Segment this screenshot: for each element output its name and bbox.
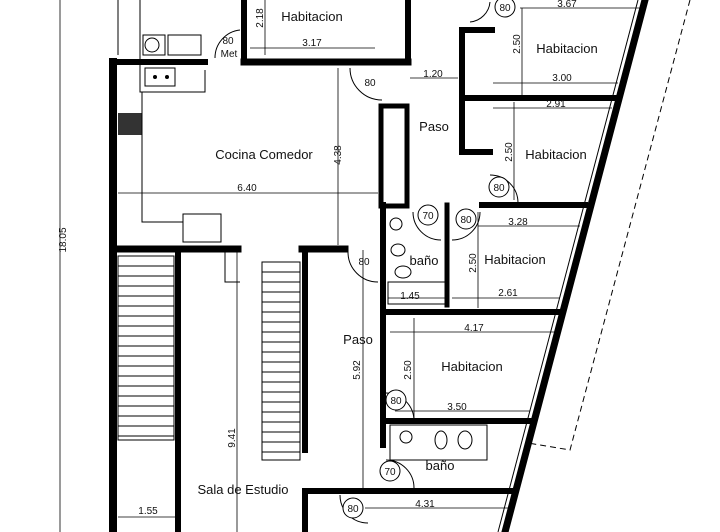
- door-size: 80: [390, 396, 402, 407]
- dim-label: 5.92: [352, 360, 363, 380]
- door-size: 80: [364, 78, 376, 89]
- dim-label: 1.55: [138, 506, 158, 517]
- dim-label: 2.18: [255, 8, 266, 28]
- dim-label: 4.17: [464, 323, 484, 334]
- door-size: 80: [460, 215, 472, 226]
- door-size: 80: [493, 183, 505, 194]
- dim-label: 2.50: [512, 34, 523, 54]
- kitchen-fixtures: [117, 0, 222, 243]
- room-label-habitacion-5: Habitacion: [441, 359, 502, 374]
- dim-total-length: 18.05: [58, 227, 69, 252]
- door-size: 80: [222, 36, 234, 47]
- dim-label: 1.20: [423, 69, 443, 80]
- dim-label: 6.40: [237, 183, 257, 194]
- room-label-habitacion-2: Habitacion: [536, 41, 597, 56]
- dim-label: 2.50: [504, 142, 515, 162]
- dim-label: 3.28: [508, 217, 528, 228]
- dim-label: 1.45: [400, 291, 420, 302]
- dim-label: 4.31: [415, 499, 435, 510]
- room-label-habitacion-3: Habitacion: [525, 147, 586, 162]
- walls: [109, 0, 691, 532]
- door-size: 70: [422, 211, 434, 222]
- room-label-paso-1: Paso: [419, 119, 449, 134]
- dim-label: 2.50: [468, 253, 479, 273]
- room-label-paso-2: Paso: [343, 332, 373, 347]
- dimension-lines: [59, 0, 640, 532]
- dim-label: 3.00: [552, 73, 572, 84]
- room-label-habitacion-1: Habitacion: [281, 9, 342, 24]
- room-label-habitacion-4: Habitacion: [484, 252, 545, 267]
- stairs: [117, 255, 301, 461]
- dim-label: 9.41: [227, 428, 238, 448]
- door-size: 80: [358, 257, 370, 268]
- room-label-bano-2: baño: [426, 458, 455, 473]
- bathroom-fixtures: [387, 217, 488, 461]
- dim-label: 3.17: [302, 38, 322, 49]
- door-note: Met: [221, 49, 238, 60]
- dim-label: 3.67: [557, 0, 577, 10]
- door-tags: [342, 0, 516, 519]
- room-label-sala-de-estudio: Sala de Estudio: [197, 482, 288, 497]
- dim-label: 3.50: [447, 402, 467, 413]
- dim-label: 2.91: [546, 99, 566, 110]
- door-size: 70: [384, 467, 396, 478]
- dim-label: 2.61: [498, 288, 518, 299]
- dim-label: 2.50: [403, 360, 414, 380]
- dim-label: 4.38: [333, 145, 344, 165]
- stair-flight: [261, 261, 301, 461]
- door-size: 80: [499, 3, 511, 14]
- room-label-cocina-comedor: Cocina Comedor: [215, 147, 313, 162]
- stair-flight: [117, 255, 175, 441]
- room-label-bano-1: baño: [410, 253, 439, 268]
- door-size: 80: [347, 504, 359, 515]
